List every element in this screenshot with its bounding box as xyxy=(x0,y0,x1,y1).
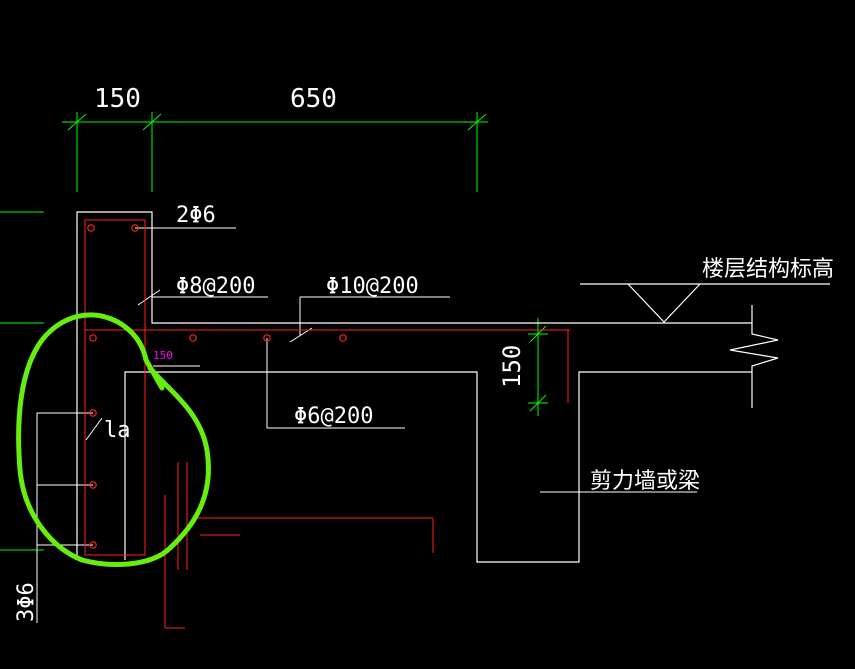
label-slab-top: Φ10@200 xyxy=(326,274,419,299)
label-wall-or-beam: 剪力墙或梁 xyxy=(590,469,700,494)
dim-150-small: 150 xyxy=(153,349,173,362)
label-floor-level: 楼层结构标高 xyxy=(702,257,834,282)
leader-lines xyxy=(36,227,697,623)
dimension-lines xyxy=(0,112,548,551)
dim-150-top: 150 xyxy=(94,84,141,114)
concrete-outline xyxy=(76,211,830,563)
label-la: la xyxy=(104,418,131,443)
rebar-dots xyxy=(87,224,347,549)
label-slab-dist: Φ6@200 xyxy=(294,404,373,429)
dim-650: 650 xyxy=(290,84,337,114)
highlight-circle-annotation xyxy=(16,312,211,567)
label-top-rebar: 2Φ6 xyxy=(176,203,216,228)
label-side-rebar: 3Φ6 xyxy=(14,582,39,622)
label-stirrup: Φ8@200 xyxy=(176,274,255,299)
rebar-lines xyxy=(84,219,570,629)
dim-150-side: 150 xyxy=(498,345,526,388)
level-marker-icon xyxy=(627,283,701,323)
